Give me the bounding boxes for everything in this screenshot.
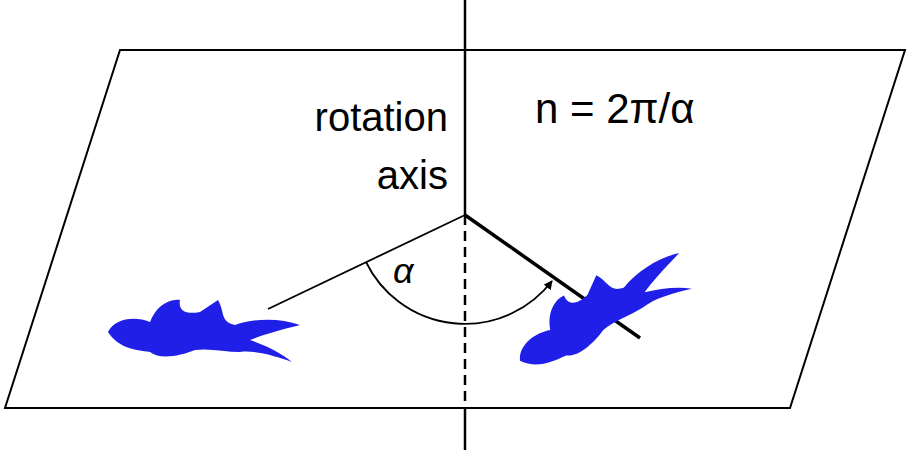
label-text: rotation axis: [315, 95, 448, 197]
motif: [108, 300, 300, 362]
motif-shape: [503, 232, 699, 387]
label-text: n = 2π/α: [535, 85, 695, 132]
motif-shape: [108, 300, 300, 362]
axis-hidden-line: [464, 215, 467, 408]
rotated-motif: [503, 232, 699, 387]
axis-line: [464, 408, 467, 450]
plane: [5, 50, 905, 408]
formula-label: n = 2π/α: [535, 84, 865, 134]
angle-label: α: [393, 250, 433, 292]
axis-line: [464, 0, 467, 215]
label-text: α: [393, 250, 414, 291]
axis-label: rotation axis: [238, 88, 448, 204]
